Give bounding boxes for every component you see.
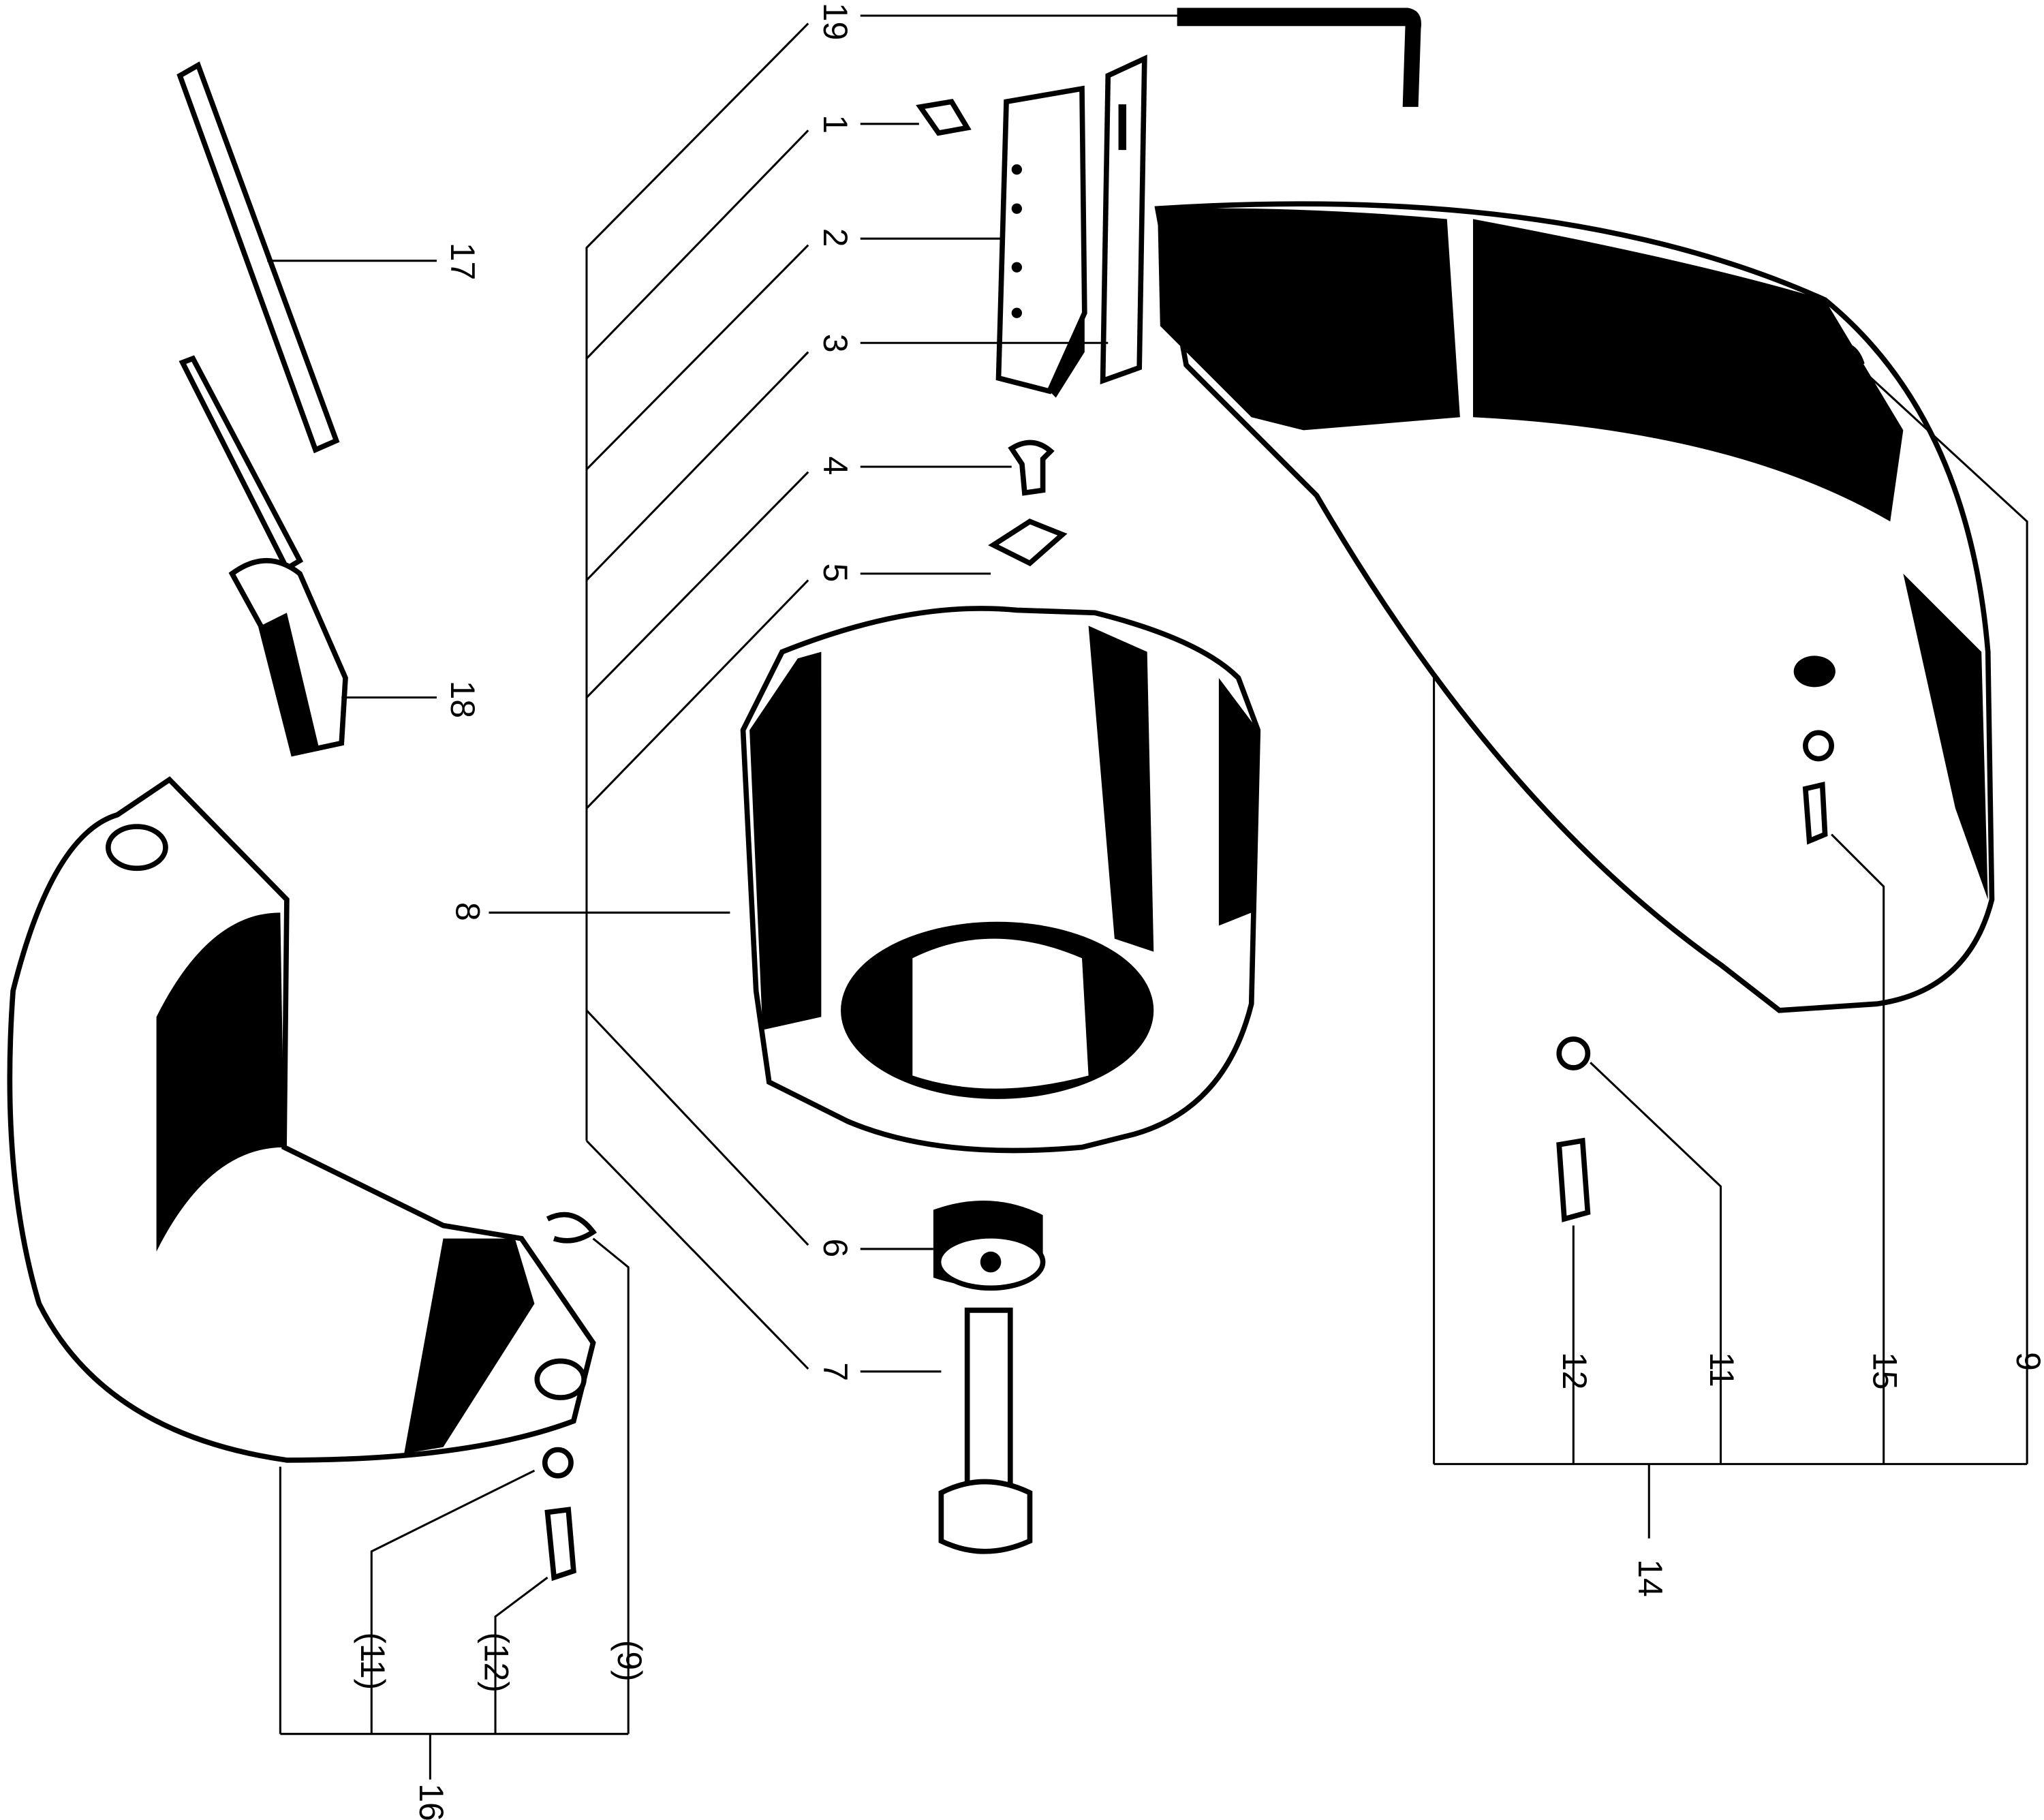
clamp-plate-5 [988, 519, 1068, 567]
label-4: 4 [816, 457, 854, 476]
screw-1 [916, 99, 972, 136]
label-9: 9 [2009, 1352, 2044, 1371]
label-18: 18 [444, 681, 482, 718]
guard-right [1154, 201, 1995, 1013]
label-11: 11 [1703, 1352, 1741, 1387]
hex-key-19 [1177, 7, 1422, 107]
label-7: 7 [816, 1362, 854, 1381]
bolt-7 [938, 1308, 1033, 1554]
label-5: 5 [816, 564, 854, 583]
cutter-head-8 [740, 606, 1261, 1154]
label-15: 15 [1865, 1352, 1904, 1389]
label-2: 2 [816, 228, 854, 247]
label-6: 6 [816, 1239, 854, 1258]
rod-17 [176, 61, 340, 454]
screwdriver-18 [179, 355, 348, 757]
label-16: 16 [412, 1783, 450, 1820]
label-11-alt: (11) [354, 1632, 392, 1690]
knife-3 [1100, 55, 1147, 385]
label-1: 1 [816, 114, 854, 134]
label-12: 12 [1555, 1352, 1594, 1389]
leader-lines [267, 14, 2028, 1780]
label-3: 3 [816, 334, 854, 353]
label-14: 14 [1631, 1559, 1669, 1597]
label-8: 8 [449, 902, 487, 921]
label-9-alt: (9) [610, 1640, 649, 1682]
label-12-alt: (12) [478, 1632, 516, 1692]
label-17: 17 [444, 243, 482, 280]
label-19: 19 [816, 3, 854, 40]
knife-holder-2 [995, 85, 1087, 398]
part-labels: 19 1 2 3 4 5 8 6 7 17 18 9 15 11 12 14 1… [354, 3, 2044, 1820]
screw-4 [1008, 439, 1055, 496]
guard-left [7, 776, 1591, 1582]
flange-6 [933, 1200, 1046, 1291]
